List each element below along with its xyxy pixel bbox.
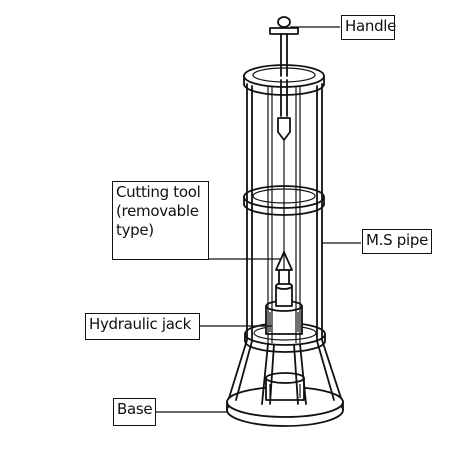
label-cutting-tool-line3: type)	[116, 221, 154, 239]
hydraulic-jack	[265, 282, 303, 335]
base-leg-center-right-2	[293, 343, 299, 405]
base-assembly	[226, 339, 344, 427]
ms-pipes	[246, 83, 323, 343]
base-leg-left-inner	[235, 340, 253, 401]
label-hydraulic-jack: Hydraulic jack	[85, 313, 200, 340]
top-ring	[243, 64, 325, 96]
base-leg-right-outer	[321, 339, 342, 399]
base-leg-left-outer	[228, 339, 248, 399]
label-base: Base	[113, 398, 156, 426]
leader-lines	[155, 26, 361, 413]
label-cutting-tool: Cutting tool (removable type)	[112, 181, 209, 260]
handle-screw	[269, 16, 299, 252]
cutting-tool	[275, 251, 293, 285]
base-leg-center-right	[299, 343, 307, 405]
label-ms-pipe: M.S pipe	[362, 229, 432, 254]
label-handle: Handle	[341, 15, 396, 40]
top-ring-inner	[252, 67, 316, 83]
base-leg-center-left	[261, 343, 269, 405]
base-leg-center-left-2	[269, 343, 275, 405]
label-cutting-tool-line1: Cutting tool	[116, 183, 201, 201]
base-leg-right-inner	[316, 340, 335, 401]
label-cutting-tool-line2: (removable	[116, 202, 199, 220]
